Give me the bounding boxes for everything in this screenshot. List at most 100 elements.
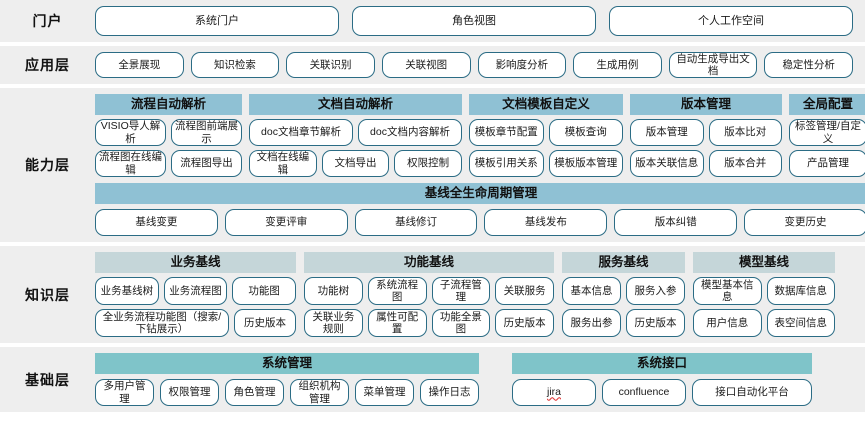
foundation-api-item-2[interactable]: 接口自动化平台 <box>692 379 812 406</box>
kn-func-r1-2[interactable]: 子流程管理 <box>431 277 491 305</box>
kn-biz-r2-1[interactable]: 历史版本 <box>234 309 296 337</box>
foundation-sys-item-3[interactable]: 组织机构管理 <box>290 379 349 406</box>
foundation-api-item-0[interactable]: jira <box>512 379 596 406</box>
knowledge-group-service-row2: 服务出参 历史版本 <box>562 309 685 337</box>
application-items: 全景展现 知识检索 关联识别 关联视图 影响度分析 生成用例 自动生成导出文档 … <box>95 52 853 78</box>
capability-group-global-title: 全局配置 <box>789 94 865 115</box>
kn-model-r1-1[interactable]: 数据库信息 <box>766 277 835 305</box>
application-body: 全景展现 知识检索 关联识别 关联视图 影响度分析 生成用例 自动生成导出文档 … <box>95 46 865 84</box>
knowledge-group-business: 业务基线 业务基线树 业务流程图 功能图 全业务流程功能图（搜索/下钻展示） 历… <box>95 252 297 337</box>
cap-tmpl-r1-1[interactable]: 模板查询 <box>548 119 623 146</box>
kn-svc-r2-1[interactable]: 历史版本 <box>626 309 685 337</box>
foundation-sys-item-5[interactable]: 操作日志 <box>420 379 479 406</box>
knowledge-group-service: 服务基线 基本信息 服务入参 服务出参 历史版本 <box>562 252 685 337</box>
capability-group-flow-row2: 流程图在线编辑 流程图导出 <box>95 150 242 177</box>
foundation-group-system-interface: 系统接口 jira confluence 接口自动化平台 <box>512 353 812 406</box>
jira-label: jira <box>546 386 561 399</box>
knowledge-groups: 业务基线 业务基线树 业务流程图 功能图 全业务流程功能图（搜索/下钻展示） 历… <box>95 252 853 337</box>
knowledge-group-business-title: 业务基线 <box>95 252 296 273</box>
kn-func-r1-1[interactable]: 系统流程图 <box>367 277 427 305</box>
layer-label-capability: 能力层 <box>25 157 70 173</box>
capability-group-flow-title: 流程自动解析 <box>95 94 242 115</box>
cap-tmpl-r1-0[interactable]: 模板章节配置 <box>469 119 544 146</box>
cap-global-r1-0[interactable]: 标签管理/自定义 <box>789 119 865 146</box>
application-item-6[interactable]: 自动生成导出文档 <box>668 52 758 78</box>
baseline-lifecycle-items: 基线变更 变更评审 基线修订 基线发布 版本纠错 变更历史 <box>95 209 865 236</box>
layer-label-portal: 门户 <box>32 13 63 29</box>
cap-doc-r1-1[interactable]: doc文档内容解析 <box>358 119 462 146</box>
foundation-system-items: 多用户管理 权限管理 角色管理 组织机构管理 菜单管理 操作日志 <box>95 379 479 406</box>
foundation-sys-item-4[interactable]: 菜单管理 <box>355 379 414 406</box>
application-item-0[interactable]: 全景展现 <box>95 52 184 78</box>
application-item-4[interactable]: 影响度分析 <box>477 52 567 78</box>
foundation-sys-item-1[interactable]: 权限管理 <box>160 379 219 406</box>
cap-ver-r2-1[interactable]: 版本合并 <box>708 150 782 177</box>
layer-band-portal: 门户 系统门户 角色视图 个人工作空间 <box>0 0 865 42</box>
baseline-item-1[interactable]: 变更评审 <box>224 209 348 236</box>
cap-flow-r2-0[interactable]: 流程图在线编辑 <box>95 150 166 177</box>
kn-model-r1-0[interactable]: 模型基本信息 <box>693 277 762 305</box>
cap-flow-r2-1[interactable]: 流程图导出 <box>171 150 242 177</box>
kn-svc-r1-1[interactable]: 服务入参 <box>626 277 685 305</box>
cap-tmpl-r2-1[interactable]: 模板版本管理 <box>548 150 623 177</box>
cap-doc-r2-1[interactable]: 文档导出 <box>321 150 390 177</box>
kn-func-r1-0[interactable]: 功能树 <box>304 277 363 305</box>
kn-func-r1-3[interactable]: 关联服务 <box>495 277 554 305</box>
application-item-1[interactable]: 知识检索 <box>190 52 280 78</box>
cap-global-r2-0[interactable]: 产品管理 <box>789 150 865 177</box>
cap-doc-r2-0[interactable]: 文档在线编辑 <box>249 150 317 177</box>
kn-biz-r2-0[interactable]: 全业务流程功能图（搜索/下钻展示） <box>95 309 229 337</box>
cap-flow-r1-1[interactable]: 流程图前端展示 <box>171 119 242 146</box>
capability-group-template-row2: 模板引用关系 模板版本管理 <box>469 150 623 177</box>
knowledge-group-service-row1: 基本信息 服务入参 <box>562 277 685 305</box>
foundation-sys-item-2[interactable]: 角色管理 <box>225 379 284 406</box>
application-item-5[interactable]: 生成用例 <box>573 52 662 78</box>
kn-biz-r1-0[interactable]: 业务基线树 <box>95 277 159 305</box>
kn-func-r2-3[interactable]: 历史版本 <box>495 309 554 337</box>
baseline-item-0[interactable]: 基线变更 <box>95 209 218 236</box>
baseline-item-4[interactable]: 版本纠错 <box>614 209 738 236</box>
cap-ver-r1-1[interactable]: 版本比对 <box>708 119 782 146</box>
cap-doc-r1-0[interactable]: doc文档章节解析 <box>249 119 353 146</box>
foundation-api-item-1[interactable]: confluence <box>602 379 686 406</box>
cap-ver-r1-0[interactable]: 版本管理 <box>630 119 704 146</box>
portal-item-0[interactable]: 系统门户 <box>95 6 339 36</box>
portal-item-1[interactable]: 角色视图 <box>352 6 596 36</box>
application-item-2[interactable]: 关联识别 <box>286 52 375 78</box>
kn-func-r2-1[interactable]: 属性可配置 <box>367 309 427 337</box>
application-item-7[interactable]: 稳定性分析 <box>764 52 853 78</box>
layer-label-application: 应用层 <box>25 57 70 73</box>
capability-group-version-title: 版本管理 <box>630 94 782 115</box>
kn-func-r2-2[interactable]: 功能全景图 <box>431 309 491 337</box>
kn-func-r2-0[interactable]: 关联业务规则 <box>304 309 363 337</box>
kn-biz-r1-2[interactable]: 功能图 <box>232 277 297 305</box>
capability-groups: 流程自动解析 VISIO导人解析 流程图前端展示 流程图在线编辑 流程图导出 文… <box>95 94 865 177</box>
capability-group-template-title: 文档模板自定义 <box>469 94 623 115</box>
foundation-sys-item-0[interactable]: 多用户管理 <box>95 379 154 406</box>
kn-svc-r2-0[interactable]: 服务出参 <box>562 309 621 337</box>
baseline-item-5[interactable]: 变更历史 <box>744 209 865 236</box>
knowledge-group-model: 模型基线 模型基本信息 数据库信息 用户信息 表空间信息 <box>693 252 835 337</box>
layer-label-foundation: 基础层 <box>25 371 70 388</box>
cap-doc-r2-2[interactable]: 权限控制 <box>394 150 463 177</box>
kn-model-r2-1[interactable]: 表空间信息 <box>766 309 835 337</box>
knowledge-group-model-title: 模型基线 <box>693 252 835 273</box>
cap-flow-r1-0[interactable]: VISIO导人解析 <box>95 119 166 146</box>
kn-biz-r1-1[interactable]: 业务流程图 <box>163 277 228 305</box>
portal-item-2[interactable]: 个人工作空间 <box>609 6 853 36</box>
baseline-item-2[interactable]: 基线修订 <box>354 209 478 236</box>
cap-ver-r2-0[interactable]: 版本关联信息 <box>630 150 704 177</box>
foundation-group-system-management-title: 系统管理 <box>95 353 479 374</box>
knowledge-group-model-row1: 模型基本信息 数据库信息 <box>693 277 835 305</box>
capability-group-global-row1: 标签管理/自定义 <box>789 119 865 146</box>
capability-group-flow-row1: VISIO导人解析 流程图前端展示 <box>95 119 242 146</box>
kn-model-r2-0[interactable]: 用户信息 <box>693 309 762 337</box>
cap-tmpl-r2-0[interactable]: 模板引用关系 <box>469 150 544 177</box>
application-item-3[interactable]: 关联视图 <box>381 52 471 78</box>
baseline-lifecycle-title: 基线全生命周期管理 <box>95 183 865 204</box>
capability-body: 流程自动解析 VISIO导人解析 流程图前端展示 流程图在线编辑 流程图导出 文… <box>95 88 865 242</box>
kn-svc-r1-0[interactable]: 基本信息 <box>562 277 621 305</box>
capability-group-global-row2: 产品管理 <box>789 150 865 177</box>
baseline-item-3[interactable]: 基线发布 <box>484 209 608 236</box>
